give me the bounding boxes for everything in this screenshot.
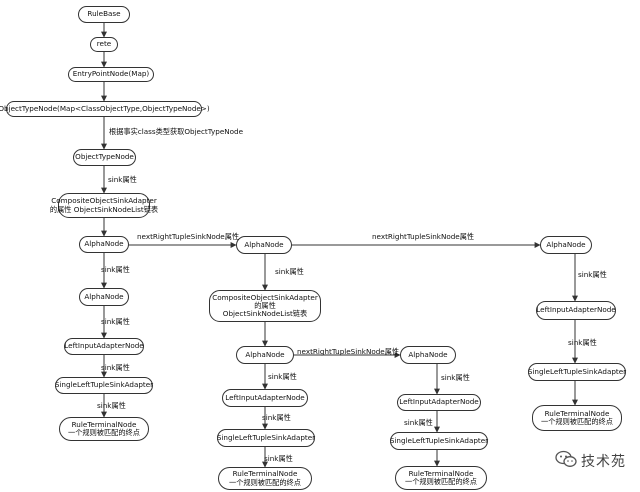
node-rule-terminal-2a: RuleTerminalNode 一个规则被匹配的终点 bbox=[218, 467, 312, 490]
node-label: AlphaNode bbox=[408, 349, 448, 359]
edge-label-sink-attr: sink属性 bbox=[404, 418, 433, 427]
edge-label-next-right-tuple-2: nextRightTupleSinkNode属性 bbox=[372, 232, 475, 241]
node-label-line1: RuleTerminalNode bbox=[71, 419, 137, 429]
node-label-line2: 一个规则被匹配的终点 bbox=[68, 428, 140, 437]
node-single-left-tuple-3: SingleLeftTupleSinkAdapter bbox=[528, 363, 626, 381]
node-alpha-3: AlphaNode bbox=[540, 236, 592, 254]
node-label-line2: 的属性 bbox=[254, 300, 276, 310]
edge-label-get-object-type-node: 根据事实class类型获取ObjectTypeNode bbox=[109, 127, 244, 136]
node-label: AlphaNode bbox=[244, 239, 284, 249]
node-label: AlphaNode bbox=[84, 291, 124, 301]
edge-label-sink-attr: sink属性 bbox=[108, 175, 137, 184]
node-label: RuleBase bbox=[87, 9, 121, 19]
node-label-line1: CompositeObjectSinkAdapter bbox=[51, 196, 157, 206]
node-label: SingleLeftTupleSinkAdapter bbox=[389, 435, 489, 445]
node-label: LeftInputAdapterNode bbox=[225, 392, 305, 402]
node-rulebase: RuleBase bbox=[78, 6, 130, 23]
node-label-line1: CompositeObjectSinkAdapter bbox=[212, 292, 318, 302]
node-label-line2: 一个规则被匹配的终点 bbox=[541, 417, 613, 426]
node-label-line3: ObjectSinkNodeList链表 bbox=[222, 309, 308, 319]
node-label: rete bbox=[96, 39, 112, 49]
edge-label-sink-attr: sink属性 bbox=[101, 265, 130, 274]
node-composite-1: CompositeObjectSinkAdapter 的属性 ObjectSin… bbox=[50, 193, 158, 218]
node-label: EntryPointNode(Map) bbox=[72, 69, 150, 79]
edge-label-sink-attr: sink属性 bbox=[262, 413, 291, 422]
node-label: AlphaNode bbox=[84, 239, 124, 249]
node-single-left-tuple-2b: SingleLeftTupleSinkAdapter bbox=[390, 432, 488, 450]
wechat-icon bbox=[555, 450, 577, 472]
node-object-type-map: ObjectTypeNode(Map<ClassObjectType,Objec… bbox=[0, 101, 210, 117]
node-label: ObjectTypeNode(Map<ClassObjectType,Objec… bbox=[0, 103, 210, 113]
node-label: SingleLeftTupleSinkAdapter bbox=[527, 366, 627, 376]
edge-label-sink-attr: sink属性 bbox=[441, 373, 470, 382]
node-label: LeftInputAdapterNode bbox=[64, 341, 144, 351]
node-alpha-2a: AlphaNode bbox=[236, 346, 294, 364]
node-label-line1: RuleTerminalNode bbox=[408, 468, 474, 478]
node-left-input-adapter-2b: LeftInputAdapterNode bbox=[397, 394, 481, 411]
node-label: ObjectTypeNode bbox=[75, 152, 134, 162]
node-composite-2: CompositeObjectSinkAdapter 的属性 ObjectSin… bbox=[209, 290, 321, 322]
node-label-line1: RuleTerminalNode bbox=[232, 469, 298, 479]
node-left-input-adapter-1: LeftInputAdapterNode bbox=[64, 338, 144, 355]
watermark: 技术苑 bbox=[555, 450, 626, 472]
node-alpha-1b: AlphaNode bbox=[79, 288, 129, 306]
node-alpha-2: AlphaNode bbox=[236, 236, 292, 254]
node-label-line2: 的属性 ObjectSinkNodeList链表 bbox=[49, 204, 159, 214]
node-label: SingleLeftTupleSinkAdapter bbox=[54, 380, 154, 390]
node-rete: rete bbox=[90, 37, 118, 52]
node-single-left-tuple-2a: SingleLeftTupleSinkAdapter bbox=[217, 429, 315, 447]
node-label: LeftInputAdapterNode bbox=[536, 305, 616, 315]
node-label-line1: RuleTerminalNode bbox=[544, 408, 610, 418]
node-alpha-2b: AlphaNode bbox=[400, 346, 456, 364]
node-label-line2: 一个规则被匹配的终点 bbox=[229, 477, 301, 487]
node-object-type: ObjectTypeNode bbox=[73, 149, 136, 166]
edge-label-sink-attr: sink属性 bbox=[275, 267, 304, 276]
edge-label-sink-attr: sink属性 bbox=[268, 372, 297, 381]
node-left-input-adapter-2a: LeftInputAdapterNode bbox=[222, 389, 308, 407]
edge-label-sink-attr: sink属性 bbox=[101, 363, 130, 372]
node-label: LeftInputAdapterNode bbox=[399, 397, 479, 407]
edge-label-next-right-tuple-1: nextRightTupleSinkNode属性 bbox=[137, 232, 240, 241]
node-rule-terminal-1: RuleTerminalNode 一个规则被匹配的终点 bbox=[59, 417, 149, 441]
edge-label-sink-attr: sink属性 bbox=[101, 317, 130, 326]
node-alpha-1: AlphaNode bbox=[79, 236, 129, 253]
node-rule-terminal-2b: RuleTerminalNode 一个规则被匹配的终点 bbox=[395, 466, 487, 490]
node-left-input-adapter-3: LeftInputAdapterNode bbox=[536, 301, 616, 320]
edge-label-sink-attr: sink属性 bbox=[578, 270, 607, 279]
watermark-text: 技术苑 bbox=[581, 454, 626, 470]
node-single-left-tuple-1: SingleLeftTupleSinkAdapter bbox=[55, 377, 153, 394]
node-label: SingleLeftTupleSinkAdapter bbox=[216, 432, 316, 442]
edge-label-sink-attr: sink属性 bbox=[568, 338, 597, 347]
node-label-line2: 一个规则被匹配的终点 bbox=[405, 477, 477, 486]
node-label: AlphaNode bbox=[546, 239, 586, 249]
edge-label-next-right-tuple-3: nextRightTupleSinkNode属性 bbox=[297, 347, 400, 356]
node-entry-point: EntryPointNode(Map) bbox=[68, 67, 154, 82]
node-label: AlphaNode bbox=[245, 349, 285, 359]
edge-label-sink-attr: sink属性 bbox=[264, 454, 293, 463]
edge-label-sink-attr: sink属性 bbox=[97, 401, 126, 410]
node-rule-terminal-3: RuleTerminalNode 一个规则被匹配的终点 bbox=[532, 405, 622, 431]
